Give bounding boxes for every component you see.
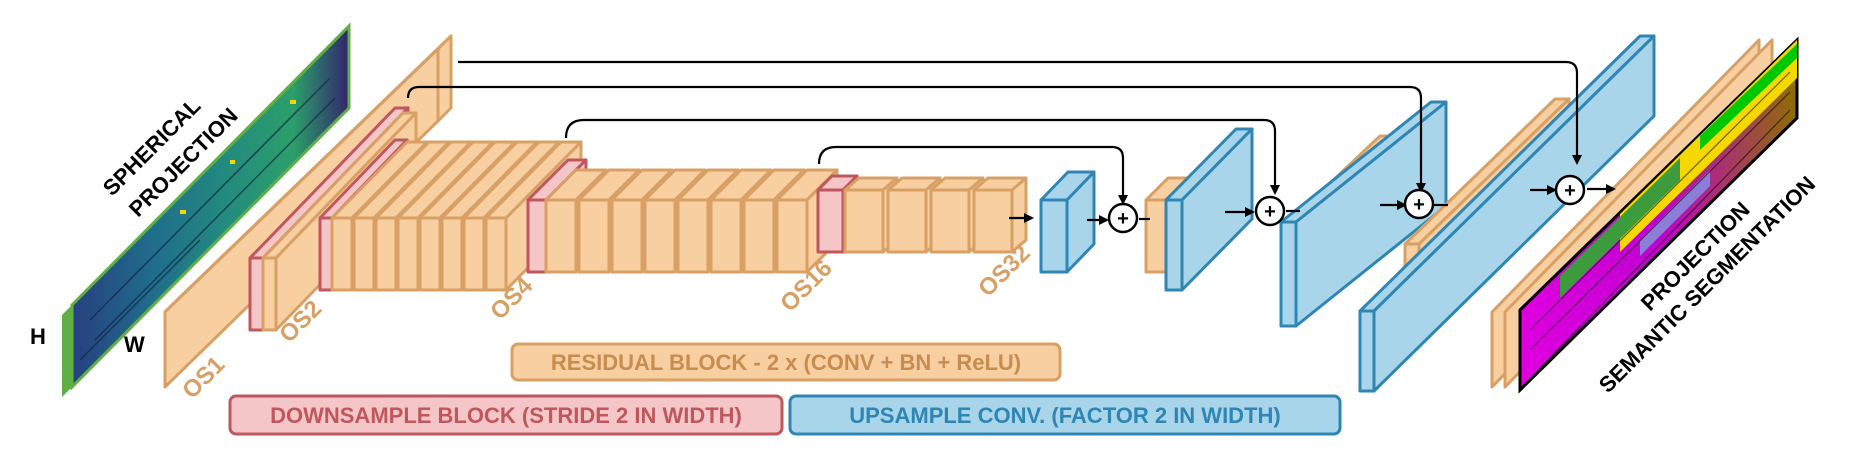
plus-node-1: + [1107, 202, 1139, 234]
upsample-block-2 [1164, 127, 1254, 292]
plus-node-3: + [1403, 188, 1435, 220]
legend-upsample: UPSAMPLE CONV. (FACTOR 2 IN WIDTH) [788, 394, 1342, 436]
legend: RESIDUAL BLOCK - 2 x (CONV + BN + ReLU) … [228, 342, 1342, 436]
legend-downsample: DOWNSAMPLE BLOCK (STRIDE 2 IN WIDTH) [228, 394, 784, 436]
decoder-blocks [1039, 34, 1656, 393]
plus-node-2: + [1254, 195, 1286, 227]
svg-text:+: + [1117, 208, 1129, 230]
svg-text:RESIDUAL BLOCK - 2 x (CONV + B: RESIDUAL BLOCK - 2 x (CONV + BN + ReLU) [551, 350, 1021, 375]
plus-circle-icon [1554, 174, 1586, 206]
output-projection-image [1490, 36, 1799, 394]
input-projection-image [62, 22, 351, 397]
plus-node-4: + [1554, 174, 1586, 206]
upsample-block-4 [1358, 34, 1656, 393]
skip-connection-os1 [458, 60, 1582, 165]
skip-connections [406, 60, 1582, 205]
svg-text:+: + [1264, 201, 1276, 223]
plus-circle-icon [1403, 188, 1435, 220]
svg-text:UPSAMPLE CONV. (FACTOR 2 IN WI: UPSAMPLE CONV. (FACTOR 2 IN WIDTH) [849, 403, 1280, 428]
svg-text:+: + [1564, 180, 1576, 202]
svg-text:DOWNSAMPLE BLOCK (STRIDE 2 IN: DOWNSAMPLE BLOCK (STRIDE 2 IN WIDTH) [270, 403, 742, 428]
svg-text:+: + [1413, 194, 1425, 216]
plus-circle-icon [1107, 202, 1139, 234]
skip-connection-os16 [817, 145, 1128, 205]
skip-connection-os4 [564, 118, 1280, 195]
encoder-blocks [248, 106, 1028, 332]
residual-block-os16 [843, 176, 899, 254]
plus-circle-icon [1254, 195, 1286, 227]
upsample-block-3 [1279, 100, 1448, 328]
upsample-block-1 [1039, 170, 1096, 274]
input-w-label: W [124, 332, 145, 357]
residual-block-os16 [972, 176, 1028, 254]
skip-connection-os2 [406, 85, 1426, 193]
flow-arrows [1009, 184, 1616, 225]
input-h-label: H [30, 324, 46, 349]
legend-residual: RESIDUAL BLOCK - 2 x (CONV + BN + ReLU) [510, 342, 1062, 382]
